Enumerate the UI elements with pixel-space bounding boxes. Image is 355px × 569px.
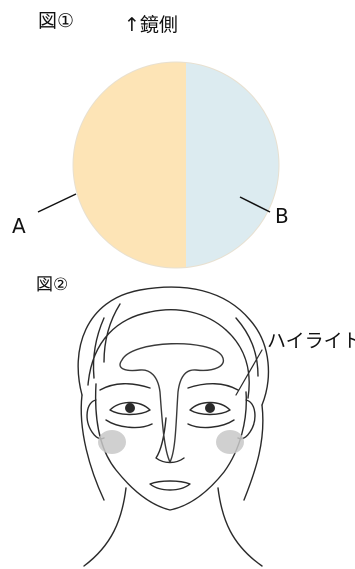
figure2-title: 図② bbox=[36, 277, 68, 294]
neck bbox=[84, 488, 126, 566]
mouth bbox=[150, 481, 190, 490]
highlight-label: ハイライト bbox=[267, 332, 355, 351]
right-cheek-shading bbox=[216, 430, 244, 454]
left-cheek-shading bbox=[98, 430, 126, 454]
circle-right-half-b bbox=[186, 55, 286, 275]
mirror-side-label: ↑鏡側 bbox=[124, 16, 178, 35]
left-eyebrow bbox=[100, 384, 150, 390]
label-a: A bbox=[12, 216, 26, 236]
figure1-title: 図① bbox=[38, 12, 74, 31]
color-circle bbox=[60, 55, 286, 275]
circle-left-half-a bbox=[60, 55, 186, 275]
nose bbox=[156, 418, 184, 463]
label-b: B bbox=[275, 206, 289, 226]
pointer-line-a bbox=[38, 194, 76, 212]
right-eyebrow bbox=[188, 384, 238, 390]
face-drawing bbox=[78, 287, 268, 566]
